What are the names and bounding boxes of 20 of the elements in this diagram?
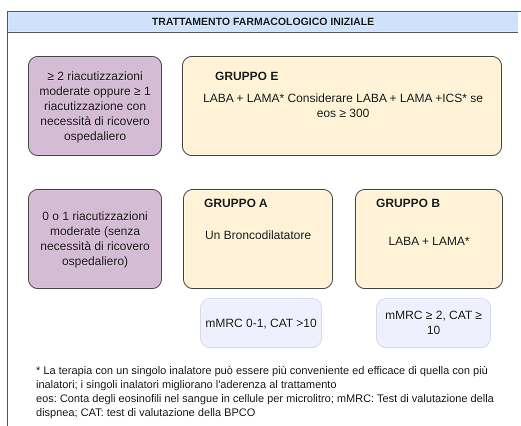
treatment-text: LABA + LAMA* Considerare LABA + LAMA +ICS* se eos ≥ 300 [203,91,483,121]
score-box [200,298,322,348]
criteria-text: mMRC ≥ 2, CAT ≥ 10 [384,308,483,338]
criteria-text: mMRC 0-1, CAT >10 [205,316,317,330]
group-box [182,56,502,156]
panel-frame [7,11,521,426]
score-box [376,298,491,348]
group-heading: GRUPPO B [376,196,440,210]
header-bar: TRATTAMENTO FARMACOLOGICO INIZIALE [8,12,518,33]
group-box [355,189,503,289]
group-box [183,189,333,289]
criteria-text: ≥ 2 riacutizzazioni moderate oppure ≥ 1 riacutizzazione con necessità di ricovero ospedaliero [38,68,152,144]
group-heading: GRUPPO E [215,69,278,83]
treatment-text: LABA + LAMA* [387,234,471,249]
group-heading: GRUPPO A [204,196,268,210]
criteria-box [28,189,162,289]
criteria-box [28,56,162,156]
treatment-text: Un Broncodilatatore [204,228,312,243]
footnote-text: eos: Conta degli eosinofili nel sangue in cellule per microlitro; mMRC: Test di valutazione della dispnea; CAT: test di valutazione della BPCO [36,392,495,420]
criteria-text: 0 o 1 riacutizzazioni moderate (senza necessità di ricovero ospedaliero) [39,209,151,269]
